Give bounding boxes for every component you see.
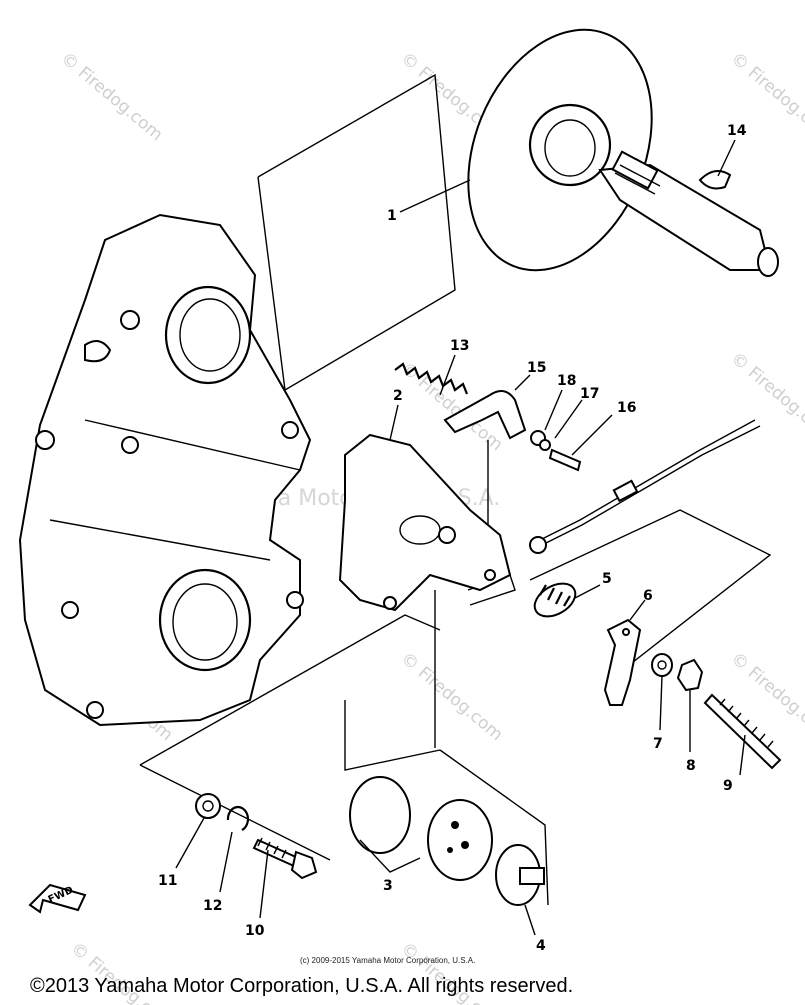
part-15-bracket	[443, 374, 531, 440]
part-17-lock-washer	[539, 399, 583, 451]
part-18-washer	[530, 389, 563, 446]
reference-frames	[139, 73, 772, 906]
part-16-screw	[548, 414, 613, 472]
part-4-cap	[495, 844, 545, 936]
callout-15: 15	[527, 360, 546, 376]
part-14-key	[698, 139, 736, 190]
leader-part-1	[399, 179, 471, 213]
part-8-nut	[676, 658, 704, 752]
callout-8: 8	[686, 758, 696, 774]
part-11-washer	[175, 793, 221, 869]
callout-13: 13	[450, 338, 469, 354]
footer-copyright: ©2013 Yamaha Motor Corporation, U.S.A. A…	[30, 975, 573, 997]
callout-12: 12	[203, 898, 222, 914]
part-12-circlip	[219, 805, 250, 893]
callout-3: 3	[383, 878, 393, 894]
callout-18: 18	[557, 373, 576, 389]
part-9-threaded-rod	[703, 693, 782, 776]
watermark-top-left: © Firedog.com	[57, 49, 167, 146]
small-copyright: (c) 2009-2015 Yamaha Motor Corporation, …	[300, 956, 475, 965]
callout-16: 16	[617, 400, 636, 416]
callout-6: 6	[643, 588, 653, 604]
watermark-mid-right: © Firedog.com	[727, 349, 805, 446]
callout-10: 10	[245, 923, 265, 939]
callout-17: 17	[580, 386, 599, 402]
callout-2: 2	[393, 388, 403, 404]
callout-5: 5	[602, 571, 612, 587]
callouts: 1 2 3 4 5 6 7 8 9 10 11 12 13 14 15 16 1…	[158, 123, 747, 954]
part-1-primary-sheave	[467, 28, 779, 277]
part-6-lever-plate	[603, 599, 646, 706]
callout-9: 9	[723, 778, 733, 794]
leader-part-2	[389, 404, 399, 441]
callout-1: 1	[387, 208, 397, 224]
callout-4: 4	[536, 938, 546, 954]
part-10-bolt	[252, 837, 318, 919]
part-5-coil-spring	[533, 582, 601, 618]
part-7-washer	[651, 653, 673, 731]
drive-case-housing	[18, 213, 312, 727]
part-3-cover-set	[349, 776, 493, 881]
callout-7: 7	[653, 736, 663, 752]
part-2-lever-bracket	[338, 433, 512, 612]
watermark-low-center: © Firedog.com	[397, 649, 507, 746]
part-13-spring	[394, 354, 469, 396]
callout-11: 11	[158, 873, 177, 889]
callout-14: 14	[727, 123, 747, 139]
throttle-cable	[529, 419, 761, 554]
forward-direction-arrow: FWD	[28, 883, 87, 914]
